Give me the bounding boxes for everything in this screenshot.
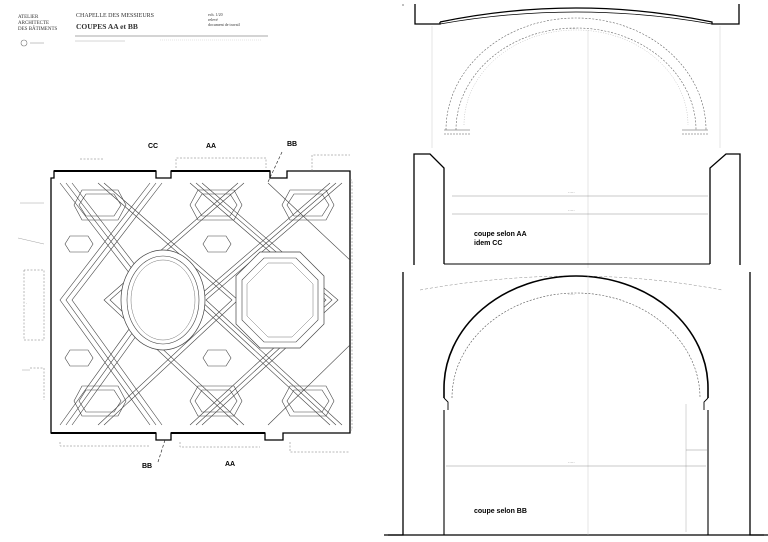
svg-text:·····: ····· xyxy=(568,190,575,195)
office-line-1: ATELIER xyxy=(18,15,39,20)
plan-outline xyxy=(50,170,351,441)
project-name: CHAPELLE DES MESSIEURS xyxy=(76,13,154,19)
cut-label-bb-bottom: BB xyxy=(142,463,152,470)
info-line-3: document de travail xyxy=(208,22,241,27)
svg-text:·····: ····· xyxy=(568,460,575,465)
svg-text:·····: ····· xyxy=(570,26,577,31)
section-bb: ····· ····· coupe selon BB xyxy=(384,272,768,536)
cut-label-aa-bottom: AA xyxy=(225,461,235,468)
office-logo-icon xyxy=(20,39,28,47)
info-line-1: ech. 1/20 xyxy=(208,12,223,17)
svg-text:·····: ····· xyxy=(568,208,575,213)
vault-rib-pattern xyxy=(59,182,350,426)
office-line-2: ARCHITECTE xyxy=(18,21,49,26)
section-aa-label-2: idem CC xyxy=(474,240,502,247)
section-bb-label: coupe selon BB xyxy=(474,508,527,515)
sheet-title: COUPES AA et BB xyxy=(76,22,138,31)
cut-label-aa-top: AA xyxy=(206,143,216,150)
title-block: ATELIER ARCHITECTE DES BÂTIMENTS CHAPELL… xyxy=(18,12,268,47)
section-aa-label-1: coupe selon AA xyxy=(474,231,527,238)
cut-label-cc: CC xyxy=(148,143,158,150)
cut-label-bb-top: BB xyxy=(287,141,297,148)
plan-view: . CC AA BB BB AA xyxy=(17,141,353,470)
svg-text:·····: ····· xyxy=(568,292,575,297)
office-line-3: DES BÂTIMENTS xyxy=(18,26,58,32)
info-line-2: relevé xyxy=(208,17,218,22)
section-aa: ····· ····· ····· coupe selon AA idem CC xyxy=(413,4,741,268)
svg-text:.: . xyxy=(26,300,27,305)
